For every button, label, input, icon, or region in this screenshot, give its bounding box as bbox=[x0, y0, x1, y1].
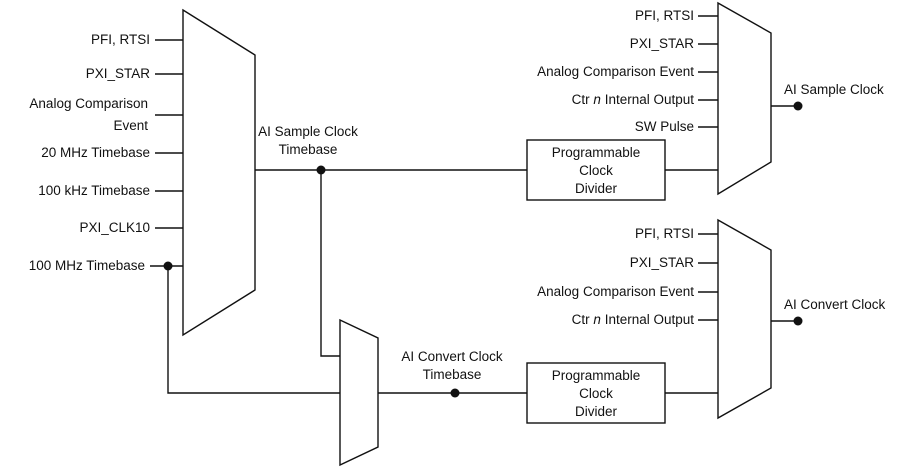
output-terminal-dot bbox=[793, 101, 803, 111]
timebase-mux bbox=[182, 8, 256, 337]
input-label: 100 MHz Timebase bbox=[29, 258, 145, 273]
input-label: 100 kHz Timebase bbox=[38, 183, 150, 198]
input-label: Ctr n Internal Output bbox=[572, 92, 695, 107]
input-label: 20 MHz Timebase bbox=[41, 145, 150, 160]
convert-clock-output-label: AI Convert Clock bbox=[784, 297, 886, 312]
divider-label: Clock bbox=[579, 163, 613, 178]
convert-timebase-mux bbox=[339, 318, 379, 467]
input-label: Analog Comparison Event bbox=[537, 284, 694, 299]
input-label: Ctr n Internal Output bbox=[572, 312, 695, 327]
sample-mux-input-lines bbox=[698, 15, 718, 128]
input-label: PFI, RTSI bbox=[91, 32, 150, 47]
sample-timebase-label: Timebase bbox=[279, 142, 338, 157]
input-label: PFI, RTSI bbox=[635, 226, 694, 241]
divider-label: Divider bbox=[575, 181, 618, 196]
convert-clock-divider-box bbox=[526, 362, 666, 424]
input-label: PXI_CLK10 bbox=[79, 220, 150, 235]
junction-dot bbox=[450, 388, 460, 398]
input-label: PXI_STAR bbox=[630, 36, 695, 51]
input-label: Analog Comparison Event bbox=[537, 64, 694, 79]
convert-timebase-label: Timebase bbox=[423, 367, 482, 382]
sample-clock-divider-box bbox=[526, 139, 666, 201]
convert-mux-input-lines bbox=[698, 233, 718, 321]
italic-variable: n bbox=[593, 92, 601, 107]
sample-clock-mux bbox=[717, 1, 772, 196]
left-mux-input-lines bbox=[150, 39, 183, 267]
divider-label: Divider bbox=[575, 404, 618, 419]
label-part: Internal Output bbox=[601, 92, 694, 107]
sample-mux-input-labels: PFI, RTSI PXI_STAR Analog Comparison Eve… bbox=[537, 8, 694, 134]
input-label: PXI_STAR bbox=[86, 66, 151, 81]
wire-sample-timebase-to-convert-mux bbox=[320, 170, 340, 357]
sample-clock-output-label: AI Sample Clock bbox=[784, 82, 884, 97]
input-label: SW Pulse bbox=[635, 119, 694, 134]
label-part: Internal Output bbox=[601, 312, 694, 327]
output-terminal-dot bbox=[793, 316, 803, 326]
label-part: Ctr bbox=[572, 312, 594, 327]
sample-timebase-label: AI Sample Clock bbox=[258, 124, 358, 139]
divider-label: Programmable bbox=[552, 368, 641, 383]
wire-100mhz-to-convert-mux bbox=[167, 266, 340, 394]
left-mux-input-labels: PFI, RTSI PXI_STAR Analog Comparison Eve… bbox=[29, 32, 151, 273]
convert-mux-input-labels: PFI, RTSI PXI_STAR Analog Comparison Eve… bbox=[537, 226, 694, 327]
input-label: Event bbox=[113, 118, 148, 133]
input-label: PXI_STAR bbox=[630, 255, 695, 270]
input-label: Analog Comparison bbox=[29, 96, 148, 111]
convert-clock-mux bbox=[717, 218, 772, 420]
input-label: PFI, RTSI bbox=[635, 8, 694, 23]
divider-label: Programmable bbox=[552, 145, 641, 160]
label-part: Ctr bbox=[572, 92, 594, 107]
convert-timebase-label: AI Convert Clock bbox=[401, 349, 503, 364]
italic-variable: n bbox=[593, 312, 601, 327]
divider-label: Clock bbox=[579, 386, 613, 401]
